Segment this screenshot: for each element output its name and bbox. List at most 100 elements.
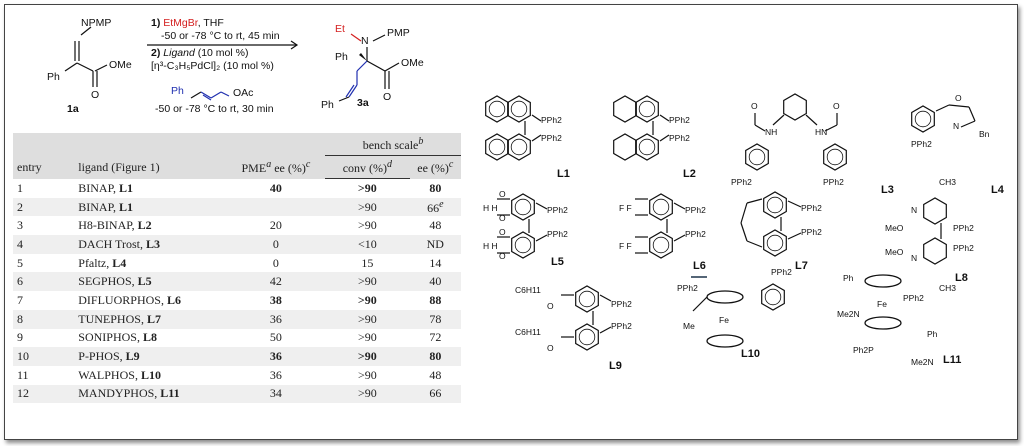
- conv-cell: >90: [325, 309, 410, 329]
- oxygen-atom: O: [751, 101, 758, 111]
- benzene-ring: [823, 143, 847, 171]
- benzene-ring: [575, 323, 599, 351]
- reaction-scheme: NPMP Ph OMe O 1a 1) EtMgBr, THF -50 or -…: [5, 5, 475, 133]
- ligand-label-L9: L9: [609, 360, 622, 372]
- header-row-2: entry ligand (Figure 1) PMEa ee (%)c con…: [13, 155, 461, 179]
- pph2-group: PPh2: [953, 243, 974, 253]
- step1-number: 1): [151, 17, 161, 29]
- ligand-cell: SEGPHOS, L5: [72, 272, 227, 292]
- benzene-ring: [761, 283, 785, 311]
- aromatic-circle: [764, 288, 782, 306]
- aromatic-circle: [510, 138, 528, 156]
- oxygen-atom: O: [499, 213, 506, 223]
- pph2-group: PPh2: [677, 283, 698, 293]
- ee-cell: 72: [429, 330, 442, 345]
- diphenylphosphino-group: Ph2P: [853, 345, 874, 355]
- step2-conditions: -50 or -78 °C to rt, 30 min: [155, 103, 274, 115]
- step2-reagents: 2) Ligand (10 mol %): [151, 47, 248, 59]
- pme-ee-cell: 38: [269, 292, 282, 307]
- conv-cell: >90: [357, 218, 377, 233]
- ligand-label-L6: L6: [693, 260, 706, 272]
- ligand-label-L10: L10: [741, 348, 760, 360]
- pph2-group: PPh2: [669, 133, 690, 143]
- cyclopentadienyl-ring: [864, 274, 902, 288]
- iron-atom: Fe: [719, 315, 729, 325]
- conv-cell: >90: [357, 330, 377, 345]
- aromatic-circle: [766, 234, 784, 252]
- step1-reagent: EtMgBr: [163, 17, 198, 29]
- entry-cell: 7: [17, 292, 23, 307]
- entry-cell: 8: [13, 309, 73, 329]
- entry-cell: 12: [13, 384, 73, 404]
- carbonyl-oxygen: O: [91, 89, 100, 101]
- pph2-group: PPh2: [547, 229, 568, 239]
- header-row-1: bench scaleb: [13, 133, 461, 156]
- bond: [824, 124, 838, 132]
- oxygen-atom: O: [499, 189, 506, 199]
- cyclohexane-ring: [783, 93, 807, 121]
- bond: [787, 200, 802, 208]
- step1-conditions: -50 or -78 °C to rt, 45 min: [161, 30, 280, 42]
- bond: [673, 234, 686, 242]
- bond: [787, 232, 802, 240]
- nh-group: NH: [765, 127, 777, 137]
- pph2-group: PPh2: [911, 139, 932, 149]
- bond: [805, 114, 818, 126]
- conv-cell: >90: [325, 197, 410, 217]
- product-label: 3a: [357, 97, 369, 109]
- methoxy-group: OMe: [109, 59, 132, 71]
- benzene-ring: [911, 105, 935, 133]
- methyl-group: CH3: [939, 177, 956, 187]
- aromatic-circle: [514, 198, 532, 216]
- ethyl-group: Et: [335, 23, 345, 35]
- aromatic-circle: [766, 196, 784, 214]
- oxazoline-nitrogen: N: [953, 121, 959, 131]
- pyridine-ring: [923, 197, 947, 225]
- ligand-cell: DIFLUORPHOS, L6: [78, 292, 181, 307]
- bond: [659, 114, 670, 122]
- pme-ee-cell: 42: [226, 272, 326, 292]
- dimethylamino-group: Me2N: [911, 357, 934, 367]
- pme-ee-cell: [226, 197, 326, 217]
- entry-header: entry: [13, 155, 73, 179]
- entry-cell: 9: [17, 330, 23, 345]
- ligand-cell: SONIPHOS, L8: [78, 330, 157, 345]
- pyridine-ring: [923, 237, 947, 265]
- step2-ligand: Ligand: [163, 47, 195, 59]
- pme-ee-cell: 34: [226, 384, 326, 404]
- pph2-group: PPh2: [685, 229, 706, 239]
- benzene-ring: [745, 143, 769, 171]
- ee-cell: 80: [429, 180, 442, 195]
- aromatic-circle: [488, 100, 506, 118]
- cyclohexyl-group: C6H11: [515, 327, 541, 337]
- oxazoline-oxygen: O: [955, 93, 962, 103]
- dimethylamino-group: Me2N: [837, 309, 860, 319]
- bond: [935, 104, 950, 112]
- ligand-cell: BINAP, L1: [72, 197, 227, 217]
- cyclopentadienyl-ring: [864, 316, 902, 330]
- bond: [599, 294, 612, 302]
- naphthalene-ring: [485, 133, 509, 161]
- pph2-group: PPh2: [823, 177, 844, 187]
- pph2-group: PPh2: [547, 205, 568, 215]
- conv-cell: >90: [325, 272, 410, 292]
- oxygen-atom: O: [499, 251, 506, 261]
- ligand-label-L11: L11: [943, 354, 961, 366]
- ligand-label-L7: L7: [795, 260, 808, 272]
- bond: [531, 114, 542, 122]
- bond: [659, 134, 670, 142]
- ligand-cell: P-PHOS, L9: [72, 347, 227, 366]
- bond: [535, 202, 548, 210]
- aromatic-circle: [514, 236, 532, 254]
- ligand-cell: DACH Trost, L3: [72, 235, 227, 254]
- pme-ee-cell: 0: [226, 235, 326, 254]
- product-terminal-phenyl: Ph: [321, 99, 334, 111]
- phenyl-group: Ph: [47, 71, 60, 83]
- benzene-ring: [649, 231, 673, 259]
